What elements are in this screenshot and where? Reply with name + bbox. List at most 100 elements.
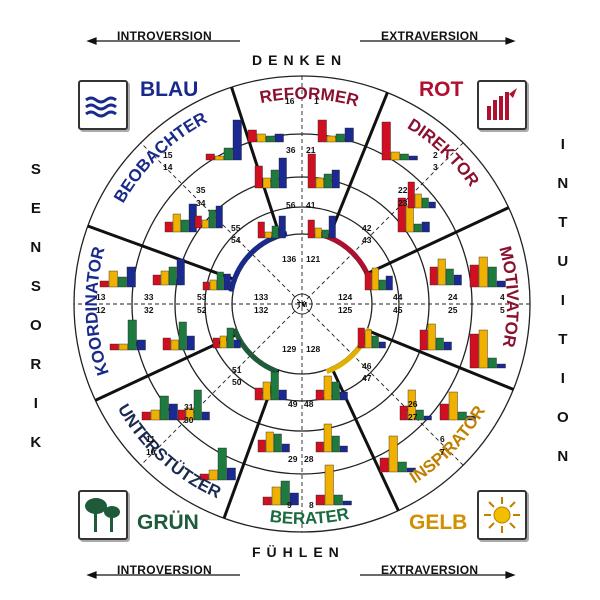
bar-13 [390,151,400,161]
bar-80 [162,337,171,351]
flames-icon [477,80,527,130]
intuition-letter-6: I [560,370,565,387]
number-22: 22 [398,185,408,195]
number-14: 14 [163,162,173,172]
bar-2 [265,135,275,143]
bar-91 [233,339,241,349]
reformer-label: REFORMER [258,84,361,110]
number-47: 47 [362,373,372,383]
bar-107 [201,411,210,421]
bar-33 [264,231,272,239]
bar-140 [315,494,325,506]
bar-127 [406,467,416,473]
fuehlen-label: FÜHLEN [252,544,345,560]
bar-137 [271,486,281,506]
bar-78 [487,357,497,369]
bar-71 [385,275,393,291]
intuition-letter-2: T [558,214,568,231]
bar-48 [99,280,109,288]
bar-49 [108,270,118,288]
number-29: 29 [288,454,298,464]
bar-29 [405,205,414,233]
introversion-label-bottom: INTROVERSION [117,563,212,577]
bar-74 [127,319,137,351]
sensorik-letter-6: I [33,395,38,412]
bar-121 [208,469,218,481]
bar-116 [315,389,324,401]
number-44: 44 [393,292,403,302]
bar-110 [415,409,424,421]
gruen-label: GRÜN [137,511,199,534]
bar-9 [214,155,224,161]
number-136: 136 [282,254,296,264]
bar-53 [478,256,488,288]
bar-37 [314,227,322,239]
bar-36 [307,219,315,239]
bar-117 [323,375,332,401]
bar-11 [232,119,242,161]
bar-46 [421,197,429,209]
bar-28 [397,197,406,233]
bar-112 [254,387,263,401]
number-124: 124 [338,292,352,302]
number-129: 129 [282,344,296,354]
number-13: 13 [96,292,106,302]
bar-68 [364,271,372,291]
bar-19 [278,157,287,189]
sensorik-letter-0: S [30,161,41,178]
bar-79 [496,363,506,369]
number-132: 132 [254,305,268,315]
bar-96 [141,411,151,421]
sensorik-letter-7: K [30,434,42,451]
bar-65 [209,279,217,291]
gruen-arc [231,327,279,375]
bar-64 [202,281,210,291]
bar-77 [478,329,488,369]
bar-72 [109,343,119,351]
bar-104 [177,409,186,421]
bar-10 [223,147,233,161]
bar-54 [487,266,497,288]
sector-divider-1 [326,92,389,240]
intuition-letter-8: N [557,448,569,465]
bar-61 [437,258,446,286]
number-8: 8 [309,500,314,510]
bar-126 [397,461,407,473]
bar-14 [399,153,409,161]
bar-85 [427,323,436,351]
bar-43 [215,205,223,229]
center-tm: TM [297,302,307,309]
bar-52 [469,264,479,288]
bar-66 [216,271,224,291]
sector-divider-0 [230,86,282,238]
intuition-letter-7: O [557,409,569,426]
bar-16 [254,165,263,189]
bar-109 [407,389,416,421]
number-31: 31 [184,402,194,412]
number-33: 33 [144,292,154,302]
bar-102 [457,411,467,421]
bar-21 [315,177,324,189]
bar-94 [371,335,379,349]
bar-31 [421,221,430,233]
number-128: 128 [306,344,320,354]
bar-62 [445,268,454,286]
bar-122 [217,447,227,481]
bar-82 [178,321,187,351]
bar-56 [152,274,161,286]
bar-93 [364,329,372,349]
intuition-letter-1: N [557,175,569,192]
bar-17 [262,177,271,189]
bar-6 [335,133,345,143]
number-3: 3 [433,162,438,172]
sensorik-letter-2: N [30,239,42,256]
bar-92 [357,327,365,349]
bar-119 [339,391,348,401]
number-27: 27 [408,412,418,422]
sun-icon [477,490,527,540]
bar-142 [333,494,343,506]
bar-50 [117,276,127,288]
bar-124 [379,457,389,473]
number-45: 45 [393,305,403,315]
bar-120 [199,473,209,481]
